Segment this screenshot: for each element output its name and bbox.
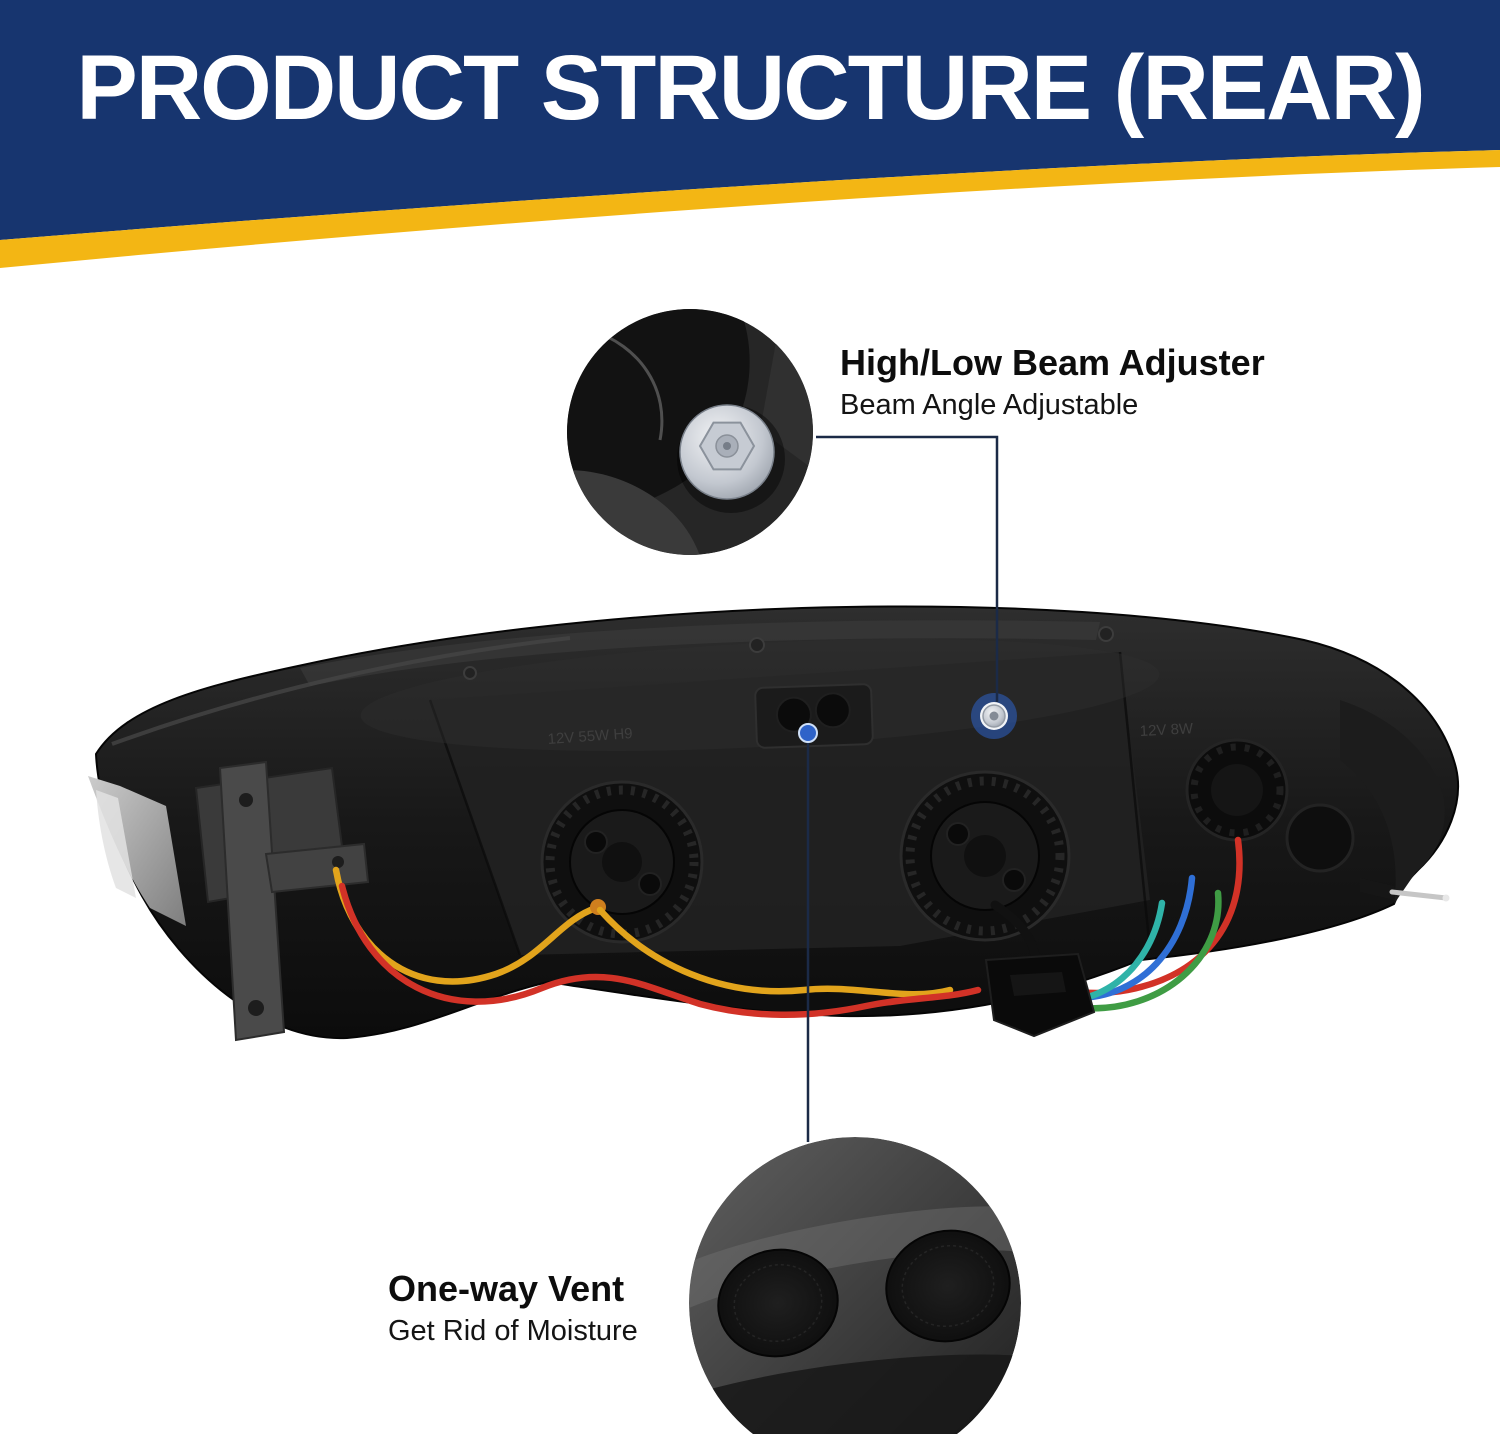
vent-hole-2 [814, 692, 851, 729]
molded-text-left: 12V 55W H9 [547, 725, 633, 748]
callout-label-beam-adjuster: High/Low Beam Adjuster Beam Angle Adjust… [840, 342, 1265, 425]
rim-screw-1 [749, 637, 765, 653]
mounting-bracket [194, 760, 370, 1042]
wire-black-stub [990, 900, 1040, 960]
side-cap [1285, 803, 1355, 873]
bracket-bolt-bottom [248, 1000, 264, 1016]
bulb-cap-high-beam [899, 770, 1071, 942]
callout-bottom-shade [689, 1354, 1021, 1434]
cap-hub [964, 835, 1006, 877]
vent-mesh-2-texture [901, 1244, 995, 1328]
callout-label-vent: One-way Vent Get Rid of Moisture [388, 1268, 638, 1351]
headlight-rear-photo: 12V 55W H9 12V 8W [88, 605, 1460, 1042]
panel-seam-right [1118, 651, 1152, 951]
signal-socket [1185, 738, 1355, 873]
lens-corner-highlight [96, 790, 136, 898]
housing-top-highlight [300, 620, 1100, 686]
cap-nub-2 [638, 872, 662, 896]
cap-nub-1 [946, 822, 970, 846]
wire-green-right [1078, 889, 1222, 1012]
socket-ridges [1190, 743, 1284, 837]
taper-shading [1340, 700, 1445, 904]
wire-red-left [338, 882, 982, 1018]
bracket-bolt-top [239, 793, 253, 807]
header-background [0, 0, 1500, 240]
beam-adjuster-bolt [971, 693, 1017, 739]
cap-hub [602, 842, 642, 882]
panel-seam-left [428, 699, 522, 956]
molded-text-right: 12V 8W [1139, 720, 1194, 740]
pin-tip [1442, 894, 1450, 902]
bulb-cap-low-beam [540, 780, 704, 944]
callout-circle-beam-adjuster [567, 309, 813, 555]
wire-connector-tab [1010, 972, 1066, 996]
hex-bolt-center [723, 442, 731, 450]
connector-line-adjuster [816, 435, 999, 702]
vent-title: One-way Vent [388, 1268, 625, 1309]
page-title: PRODUCT STRUCTURE (REAR) [76, 37, 1425, 139]
vent-anchor-dot [798, 723, 818, 743]
wire-connector-plug [984, 952, 1096, 1038]
adjuster-center [989, 711, 999, 721]
mount-pin [1360, 878, 1450, 902]
bracket-bolt-arm [332, 856, 344, 868]
bracket-arm [264, 842, 370, 894]
pin-base [1360, 878, 1394, 900]
header-yellow-stripe [0, 150, 1500, 268]
callout-circle-vent [689, 1137, 1021, 1434]
socket-inner [1211, 764, 1263, 816]
pin-shaft [1389, 889, 1449, 901]
callout-connectors [798, 435, 999, 1142]
cap-ridges [545, 785, 699, 939]
vent-hole-1 [775, 696, 812, 733]
beam-adjuster-title: High/Low Beam Adjuster [840, 342, 1265, 383]
beam-adjuster-subtitle: Beam Angle Adjustable [840, 389, 1139, 422]
vent-subtitle: Get Rid of Moisture [388, 1315, 638, 1348]
cap-nub-1 [584, 830, 608, 854]
rim-screw-3 [463, 666, 477, 680]
cap-nub-2 [1002, 868, 1026, 892]
rim-screw-2 [1098, 626, 1114, 642]
wire-yellow-right [596, 906, 954, 998]
housing-left-ridge [111, 636, 571, 746]
cap-ridges [905, 776, 1065, 936]
bracket-bar [218, 760, 286, 1042]
header-banner [0, 0, 1500, 268]
vent-plate [754, 683, 874, 749]
vent-mesh-1-texture [733, 1263, 823, 1343]
